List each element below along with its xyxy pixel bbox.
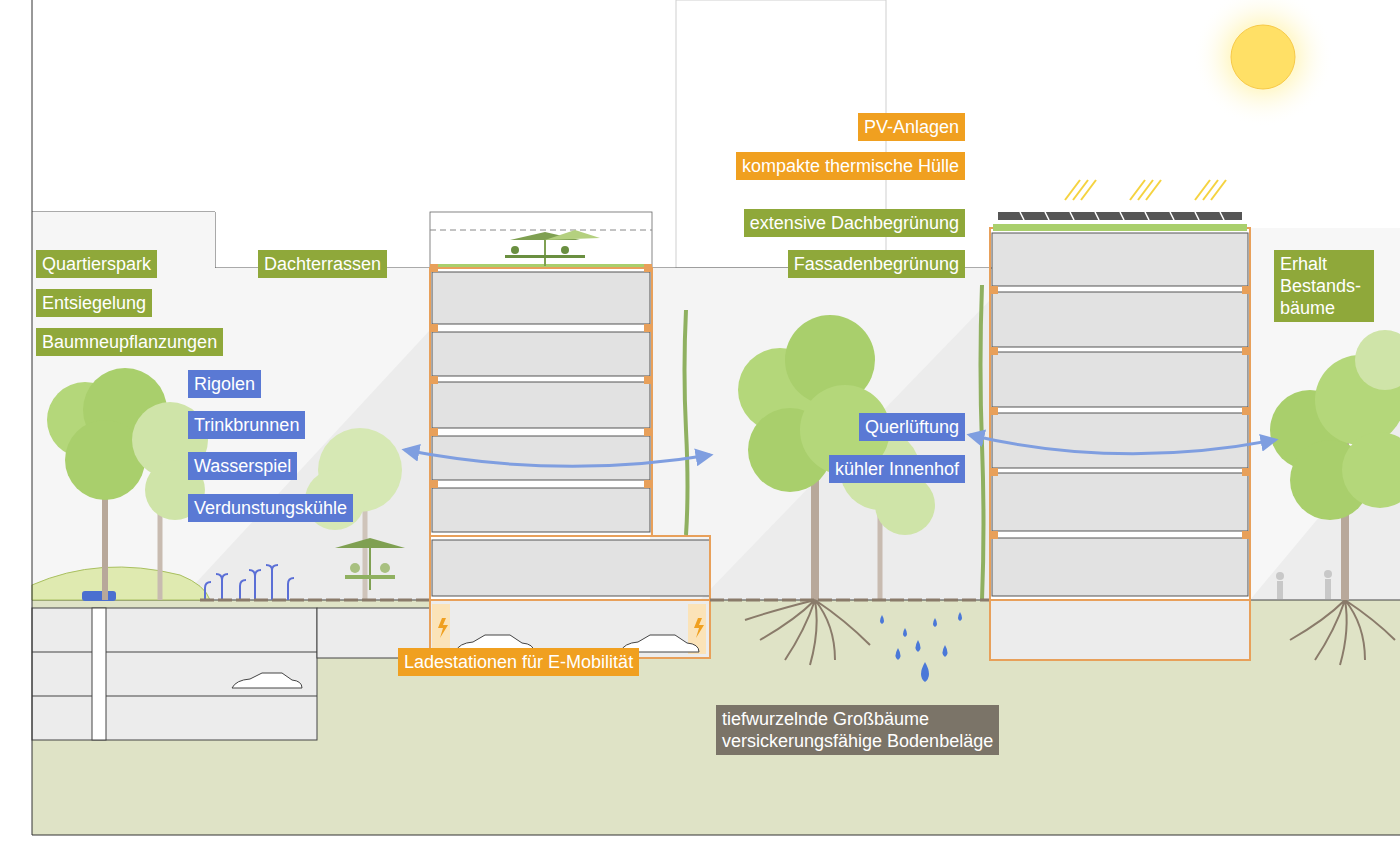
label-text: kühler Innenhof: [835, 458, 959, 480]
label-text: Fassadenbegrünung: [794, 253, 959, 275]
soil-label: tiefwurzelnde Großbäumeversickerungsfähi…: [716, 705, 999, 755]
label-text: PV-Anlagen: [864, 116, 959, 138]
label-text: extensive Dachbegrünung: [750, 212, 959, 234]
green-label: Erhalt Bestands- bäume: [1274, 250, 1374, 322]
green-label: Quartierspark: [36, 250, 157, 278]
water-label: Wasserspiel: [188, 452, 297, 480]
green-label: Dachterrassen: [258, 250, 387, 278]
label-text: tiefwurzelnde Großbäume: [722, 708, 993, 730]
label-text: versickerungsfähige Bodenbeläge: [722, 730, 993, 752]
energy-label: kompakte thermische Hülle: [736, 152, 965, 180]
label-text: Trinkbrunnen: [194, 414, 299, 436]
water-label: Verdunstungskühle: [188, 494, 353, 522]
label-text: Erhalt Bestands- bäume: [1280, 253, 1368, 319]
label-text: Rigolen: [194, 373, 255, 395]
water-label: kühler Innenhof: [829, 455, 965, 483]
label-text: Dachterrassen: [264, 253, 381, 275]
green-label: Entsiegelung: [36, 289, 152, 317]
label-text: Verdunstungskühle: [194, 497, 347, 519]
label-text: Entsiegelung: [42, 292, 146, 314]
label-text: Querlüftung: [865, 416, 959, 438]
label-text: kompakte thermische Hülle: [742, 155, 959, 177]
water-label: Rigolen: [188, 370, 261, 398]
label-text: Wasserspiel: [194, 455, 291, 477]
green-label: extensive Dachbegrünung: [744, 209, 965, 237]
green-label: Fassadenbegrünung: [788, 250, 965, 278]
energy-label: Ladestationen für E-Mobilität: [398, 648, 639, 676]
label-text: Quartierspark: [42, 253, 151, 275]
water-label: Querlüftung: [859, 413, 965, 441]
label-text: Ladestationen für E-Mobilität: [404, 651, 633, 673]
label-text: Baumneupflanzungen: [42, 331, 217, 353]
energy-label: PV-Anlagen: [858, 113, 965, 141]
water-label: Trinkbrunnen: [188, 411, 305, 439]
green-label: Baumneupflanzungen: [36, 328, 223, 356]
